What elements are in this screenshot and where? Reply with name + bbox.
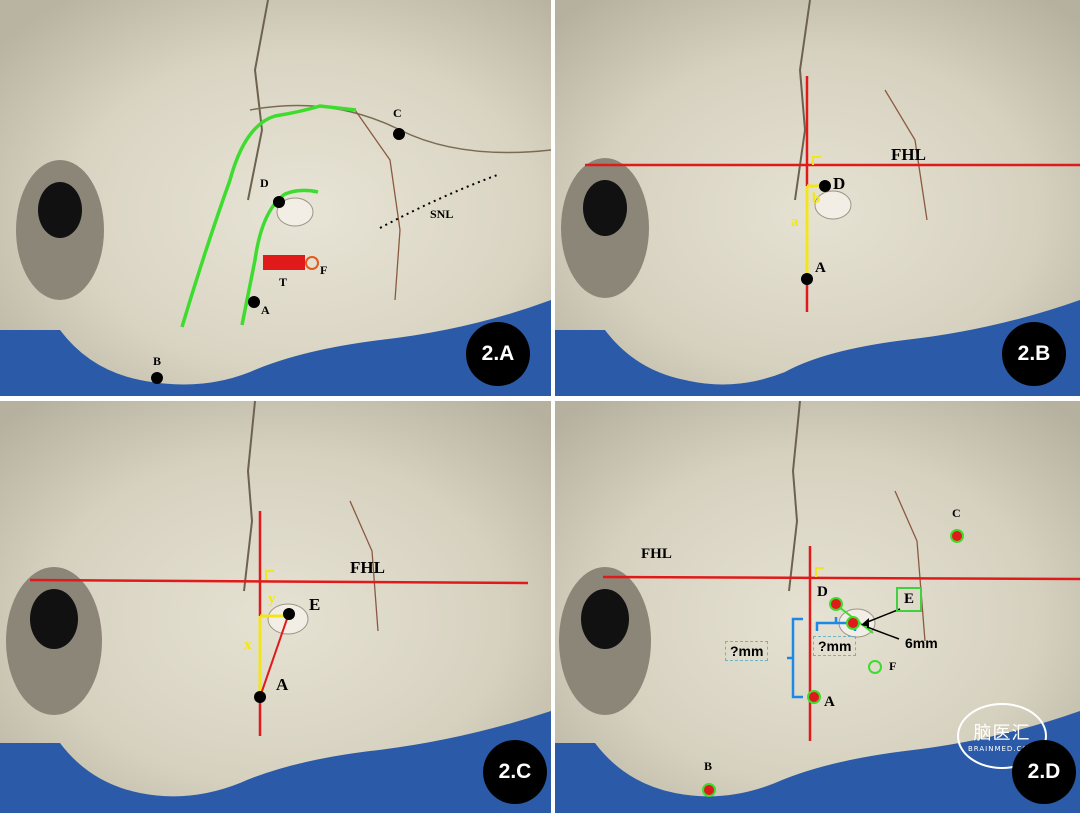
panel-badge-2a: 2.A [466, 322, 530, 386]
segment-x-label: x [244, 637, 252, 653]
segment-b-label: b [812, 191, 821, 207]
segment-y-label: y [268, 591, 276, 607]
panel-2b: FHL D A a b 2.B [555, 0, 1080, 396]
point-d-label: D [260, 176, 269, 190]
point-t-label: T [279, 275, 288, 289]
fhl-label: FHL [891, 145, 926, 164]
watermark-url: BRAINMED.COM [968, 745, 1036, 753]
measure-vertical: ?mm [725, 641, 769, 661]
point-e-label: E [309, 595, 321, 614]
point-e-label: E [904, 591, 915, 607]
distance-label: 6mm [905, 635, 938, 651]
segment-a-label: a [791, 214, 799, 230]
point-a-label: A [276, 675, 289, 694]
watermark-logo: 脑医汇 BRAINMED.COM [957, 703, 1047, 769]
panel-badge-2b: 2.B [1002, 322, 1066, 386]
point-c-label: C [952, 506, 961, 520]
panel-badge-2d: 2.D [1012, 740, 1076, 804]
watermark-title: 脑医汇 [973, 723, 1031, 744]
point-b-label: B [704, 759, 713, 773]
point-b-label: B [153, 354, 162, 368]
panel-2a: C D A B F T SNL 2.A [0, 0, 551, 396]
point-f-label: F [889, 659, 897, 673]
panel-2c-image [0, 401, 551, 813]
measure-horizontal: ?mm [813, 636, 857, 656]
point-f-label: F [320, 263, 328, 277]
point-a-label: A [815, 260, 826, 276]
panel-badge-2c: 2.C [483, 740, 547, 804]
point-d-label: D [833, 174, 846, 193]
point-a-label: A [261, 303, 270, 317]
point-c-label: C [393, 106, 402, 120]
snl-label: SNL [430, 207, 454, 221]
point-a-label: A [824, 694, 835, 710]
panel-2a-image [0, 0, 551, 396]
point-e-box: E [896, 587, 923, 612]
panel-2d: C D E F A B FHL ?mm ?mm 6mm 脑医汇 BRAINMED… [555, 401, 1080, 813]
panel-2c: FHL E A x y 2.C [0, 401, 551, 813]
fhl-label: FHL [641, 546, 672, 562]
point-d-label: D [817, 584, 828, 600]
panel-2b-image [555, 0, 1080, 396]
fhl-label: FHL [350, 558, 385, 577]
